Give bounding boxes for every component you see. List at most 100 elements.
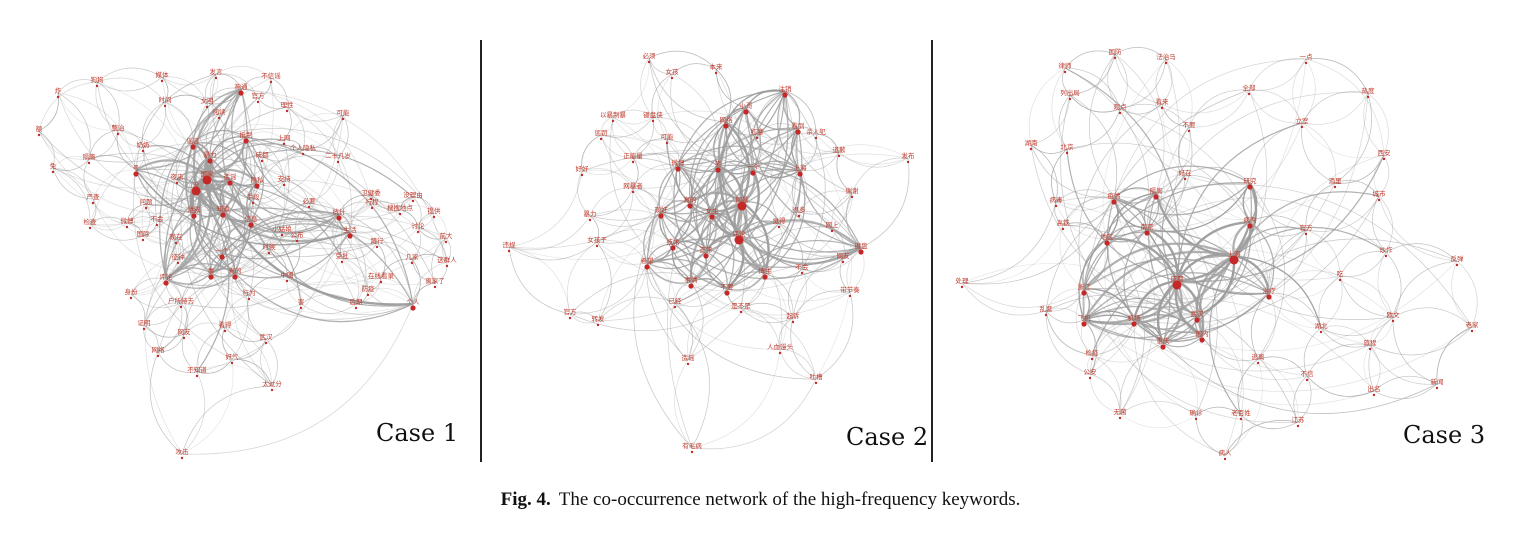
edge (1188, 89, 1250, 128)
edge (1156, 280, 1178, 344)
edge (283, 180, 310, 204)
edge (371, 201, 401, 211)
node-label: 提供 (428, 206, 442, 215)
edge (143, 220, 252, 326)
edge (1055, 189, 1115, 203)
edge (646, 258, 728, 290)
edge (130, 250, 223, 295)
edge (632, 157, 679, 171)
edge (1305, 58, 1369, 94)
edge (1066, 142, 1251, 223)
edge (1301, 122, 1336, 184)
edge (181, 358, 234, 455)
node-label: 杀人犯 (806, 127, 826, 136)
edge (218, 88, 242, 115)
node-label: 键盘侠 (643, 110, 663, 119)
node-dot (163, 104, 167, 108)
node-dot (647, 60, 651, 64)
node-dot (174, 241, 178, 245)
edge (632, 164, 679, 189)
edge (88, 88, 242, 163)
node-dot (762, 274, 768, 280)
edge (205, 73, 217, 104)
edge (1069, 53, 1116, 96)
edge (209, 156, 369, 292)
edge (651, 73, 673, 118)
figure-caption: Fig. 4.The co-occurrence network of the … (0, 489, 1521, 511)
node-label: 老家 (1466, 320, 1480, 329)
edge (589, 165, 719, 221)
edge (210, 114, 344, 274)
edge (764, 272, 788, 350)
edge (1385, 243, 1458, 262)
node-dot (230, 361, 234, 365)
edge (243, 97, 259, 138)
edge (691, 121, 727, 253)
node-dot (837, 154, 841, 158)
edge (632, 157, 639, 189)
node-dot (280, 233, 284, 237)
node-label: 江苏 (1292, 415, 1306, 424)
edge (1030, 144, 1115, 199)
edge (337, 114, 349, 159)
edge (349, 194, 372, 233)
edge (399, 205, 435, 214)
node-label: 不信 (1301, 369, 1315, 378)
edge (792, 268, 808, 319)
node-label: 官方 (564, 307, 578, 316)
node-dot (340, 260, 344, 264)
node-label: 研究 (1244, 176, 1258, 185)
edge (1368, 316, 1394, 392)
node-label: 违规 (503, 240, 517, 249)
edge (161, 76, 169, 103)
edge (581, 134, 602, 172)
edge (206, 102, 220, 115)
edge (399, 196, 414, 211)
edge (569, 311, 599, 322)
edge (632, 157, 639, 189)
node-dot (1061, 227, 1065, 231)
edge (646, 261, 692, 283)
node-dot (906, 160, 910, 164)
edge (784, 90, 826, 270)
node-dot (190, 144, 196, 150)
edge (1305, 182, 1336, 231)
edge (281, 202, 310, 232)
edge (1062, 224, 1203, 337)
edge (1113, 165, 1251, 199)
edge (217, 178, 250, 296)
edge (256, 180, 285, 187)
edge (126, 136, 247, 224)
node-label: 谣言 (187, 136, 201, 145)
edge (1064, 67, 1150, 230)
edge (1058, 94, 1071, 150)
edge (1195, 406, 1242, 416)
node-dot (631, 160, 635, 164)
edge (640, 57, 654, 118)
edge (283, 113, 344, 141)
node-dot (220, 212, 226, 218)
edge (1268, 292, 1322, 329)
edge (1030, 144, 1058, 203)
edge (1104, 238, 1197, 416)
node-dot (307, 205, 311, 209)
edge (741, 90, 786, 274)
edge (192, 142, 378, 245)
edge (245, 131, 285, 141)
node-label: 网暴 (736, 196, 750, 204)
node-label: 抵制 (240, 130, 254, 139)
edge (851, 157, 909, 194)
edge (245, 136, 369, 292)
edge (1078, 238, 1108, 321)
node-dot (1044, 313, 1048, 317)
edge (778, 317, 794, 350)
edge (1385, 251, 1402, 318)
node-dot (369, 197, 373, 201)
edge (1055, 201, 1108, 240)
edge (1083, 89, 1250, 321)
node-dot (737, 201, 747, 211)
edge (646, 262, 692, 284)
node-label: 热度 (1362, 86, 1376, 95)
node-label: 病毒 (1050, 195, 1064, 204)
edge (1224, 358, 1263, 456)
